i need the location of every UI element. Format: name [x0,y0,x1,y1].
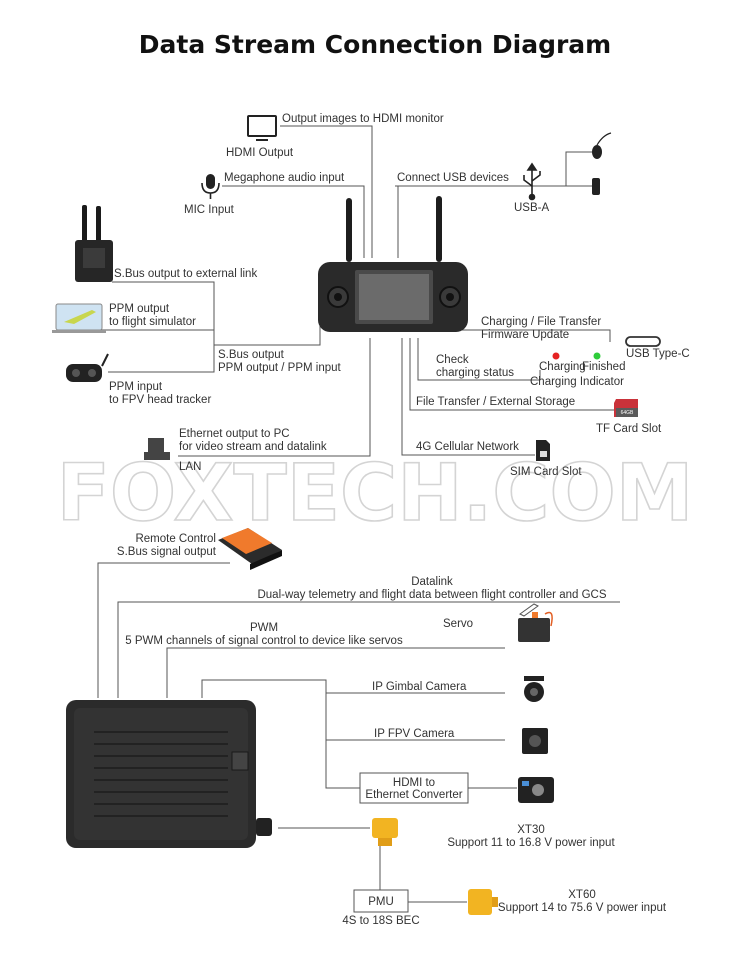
tf-card-icon: 64GB [614,399,638,417]
sbus-ppm-label-1: S.Bus output [218,349,285,361]
rc-sbus-label-2: S.Bus signal output [117,546,217,558]
sim-slot-label: SIM Card Slot [510,466,582,478]
ip-fpv-label: IP FPV Camera [374,728,455,740]
page-title: Data Stream Connection Diagram [138,30,612,59]
pc-icon [144,438,170,460]
usb-stick-icon [592,178,600,195]
usb-c-label: USB Type-C [626,348,690,360]
xt60-desc: Support 14 to 75.6 V power input [498,902,667,914]
xt30-label: XT30 [517,824,545,836]
rc-sbus-label-1: Remote Control [135,533,216,545]
ethernet-label-1: Ethernet output to PC [179,428,290,440]
file-transfer-label: File Transfer / External Storage [416,396,575,408]
charging-led-red [552,352,560,360]
ppm-sim-label-2: to flight simulator [109,316,196,328]
xt60-connector-icon [468,889,498,915]
pmu-label: PMU [368,896,394,908]
flight-controller-icon [218,528,282,570]
charging-label-1: Charging / File Transfer [481,316,601,328]
charging-indicator-label: Charging Indicator [530,376,624,388]
gimbal-camera-icon [524,676,544,702]
external-link-module-icon [75,205,113,282]
datalink-label: Datalink [411,576,453,588]
hdmi-converter-label-2: Ethernet Converter [365,789,462,801]
mouse-icon [592,132,612,159]
xt30-connector-icon [372,818,398,846]
usb-a-label: USB-A [514,202,549,214]
led-finished-label: Finished [582,361,625,373]
xt60-label: XT60 [568,889,596,901]
hdmi-output-label: HDMI Output [226,147,294,159]
finished-led-green [593,352,601,360]
sbus-external-label: S.Bus output to external link [114,268,257,280]
charging-label-2: Firmware Update [481,329,569,341]
ground-unit [66,700,272,848]
mic-desc: Megaphone audio input [224,172,345,184]
servo-icon [518,603,553,642]
check-charging-label-1: Check [436,354,469,366]
pwm-label: PWM [250,622,278,634]
pmu-box [353,889,409,913]
led-charging-label: Charging [539,361,586,373]
pwm-desc: 5 PWM channels of signal control to devi… [125,635,403,647]
action-camera-icon [518,777,554,803]
lan-label: LAN [179,461,201,473]
watermark: FOXTECH.COM [57,449,694,539]
ppm-fpv-label-2: to FPV head tracker [109,394,211,406]
usb-icon [523,162,541,201]
ethernet-label-2: for video stream and datalink [179,441,327,453]
datalink-desc: Dual-way telemetry and flight data betwe… [257,589,606,601]
ip-gimbal-label: IP Gimbal Camera [372,681,467,693]
tf-card-capacity: 64GB [621,410,634,416]
hdmi-monitor-icon [247,115,277,141]
hdmi-output-desc: Output images to HDMI monitor [282,113,444,125]
ppm-fpv-label-1: PPM input [109,381,163,393]
check-charging-label-2: charging status [436,367,514,379]
xt30-desc: Support 11 to 16.8 V power input [447,837,615,849]
usb-type-c-icon [625,336,661,347]
mic-label: MIC Input [184,204,235,216]
bec-label: 4S to 18S BEC [342,915,419,927]
hdmi-converter-box [359,772,469,804]
usb-desc: Connect USB devices [397,172,509,184]
sim-card-icon [536,440,550,461]
remote-controller [318,196,468,332]
fpv-camera-icon [522,728,548,754]
sbus-ppm-label-2: PPM output / PPM input [218,362,342,374]
fpv-goggles-icon [66,353,109,382]
cellular-label: 4G Cellular Network [416,441,519,453]
ppm-sim-label-1: PPM output [109,303,170,315]
flight-simulator-icon [52,303,106,333]
hdmi-converter-label-1: HDMI to [393,777,435,789]
tf-slot-label: TF Card Slot [596,423,662,435]
microphone-icon [201,174,220,199]
servo-label: Servo [443,618,473,630]
